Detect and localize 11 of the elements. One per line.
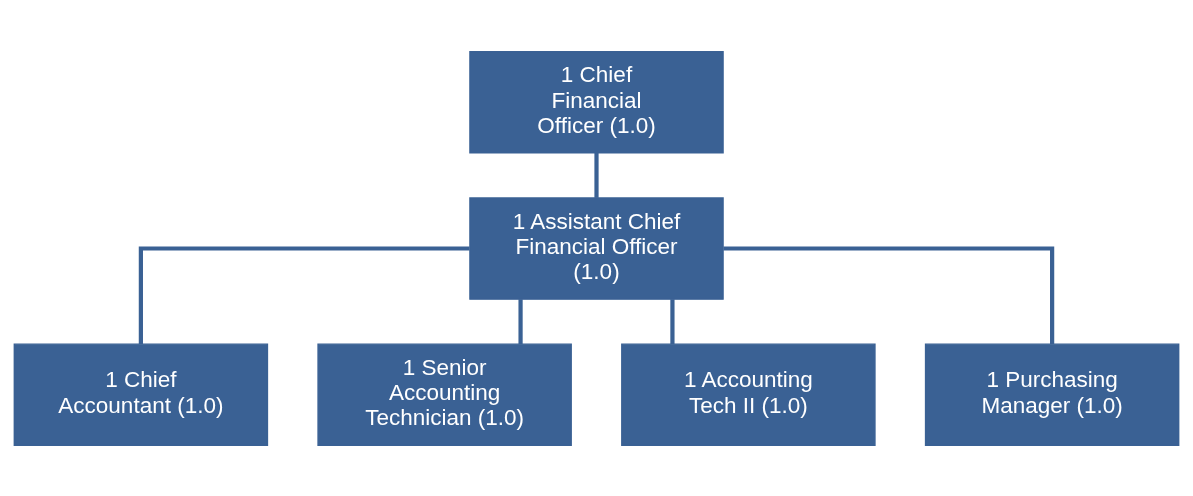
node-box: 1 Purchasing Manager (1.0) <box>924 342 1180 446</box>
connector <box>518 298 523 344</box>
node-box: 1 Chief Financial Officer (1.0) <box>469 50 724 154</box>
connector <box>670 298 675 344</box>
connector <box>138 245 470 344</box>
node-box: 1 Assistant Chief Financial Officer (1.0) <box>469 196 724 300</box>
node-box: 1 Chief Accountant (1.0) <box>13 342 269 446</box>
connector <box>594 152 599 198</box>
node-box: 1 Senior Accounting Technician (1.0) <box>317 342 572 446</box>
node-box: 1 Accounting Tech II (1.0) <box>621 342 876 446</box>
connector <box>723 245 1055 344</box>
